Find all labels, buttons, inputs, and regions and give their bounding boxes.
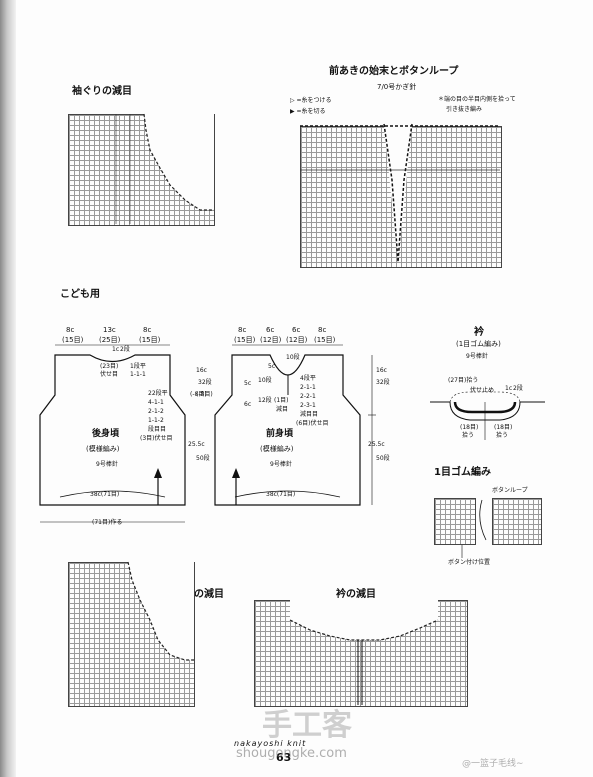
front-h255a: 25.5c [188, 441, 205, 448]
note-line2: 引き抜き編み [446, 106, 483, 113]
back-top2: 13c [103, 326, 116, 334]
back-name: 後身頃 [92, 429, 120, 439]
front-t4: 8c [318, 326, 327, 334]
collar-title: 衿 [474, 327, 484, 338]
button-pos-label: ボタン付け位置 [448, 559, 491, 566]
front-side: (-8目) [196, 391, 213, 398]
back-r1: 4-1-1 [148, 399, 164, 406]
rib-grid-right [492, 498, 542, 545]
back-r5: (3目)伏せ目 [140, 435, 173, 442]
back-cast-on: (71目)作る [92, 519, 123, 526]
front-t2s: (12目) [260, 336, 282, 344]
front-neck10: 10段 [286, 354, 300, 361]
rib-grid-left [434, 498, 476, 545]
legend-cut: ▶ =糸を切る [290, 108, 326, 115]
front-f4: 2-3-1 [300, 402, 316, 409]
legend-attach: ▷ =糸をつける [290, 97, 332, 104]
front-h16b: 16c [376, 367, 387, 374]
front-mid2: 減目 [276, 406, 289, 413]
front-h50b: 50段 [376, 455, 390, 462]
collar-pick27: (27目)拾う [448, 377, 479, 384]
front-h255b: 25.5c [368, 441, 385, 448]
front-h32a: 32段 [198, 379, 212, 386]
back-top3: 8c [143, 326, 152, 334]
collar-pick18b: (18目) [494, 424, 513, 431]
front-side5c: 5c [244, 380, 252, 387]
back-neck-d: 2段 [120, 346, 130, 353]
collar-pick18a: (18目) [460, 424, 479, 431]
kids-title: こども用 [60, 289, 100, 300]
watermark-cn: 手工客 [262, 708, 352, 743]
back-neck-c: 1c [112, 346, 120, 353]
brand-footer: nakayoshi knit [234, 739, 307, 748]
front-f6: (6目)伏せ目 [296, 420, 329, 427]
front-name: 前身頃 [266, 429, 294, 439]
front-f2: 2-1-1 [300, 384, 316, 391]
collar-c1: 1c [505, 385, 513, 392]
front-f3: 2-2-1 [300, 393, 316, 400]
back-cast-off2: 伏せ目 [100, 371, 119, 378]
front-h16a: 16c [196, 367, 207, 374]
back-side: (-8目) [190, 391, 207, 398]
back-bottom: 38c(71目) [90, 491, 120, 498]
front-side6c: 6c [244, 401, 252, 408]
front-d10: 10段 [258, 377, 272, 384]
back-flat: 1段平 [130, 363, 146, 370]
page-number: 63 [276, 751, 292, 764]
back-top1: 8c [66, 326, 75, 334]
front-f5: 減目目 [300, 411, 319, 418]
front-h32b: 32段 [376, 379, 390, 386]
back-r3: 1-1-2 [148, 417, 164, 424]
front-d12: 12段 [258, 397, 272, 404]
front-t4s: (15目) [314, 336, 336, 344]
armhole-top-title: 袖ぐりの減目 [72, 86, 132, 97]
front-t1s: (15目) [234, 336, 256, 344]
front-opening-title: 前あきの始末とボタンループ [329, 66, 459, 77]
neck-title: 衿の減目 [336, 589, 376, 600]
front-mid1: (1目) [274, 397, 289, 404]
collar-needle: 9号棒針 [466, 353, 488, 360]
front-pattern: (模様編み) [260, 445, 294, 453]
watermark-url: shougongke.com [236, 746, 347, 761]
watermark-weibo: @一篮子毛线∼ [462, 759, 524, 769]
back-pattern: (模様編み) [86, 445, 120, 453]
back-r2: 2-1-2 [148, 408, 164, 415]
back-cast-off: (23目) [100, 363, 119, 370]
back-rows22: 22段平 [148, 390, 168, 397]
back-r4: 段目目 [148, 426, 167, 433]
back-top3s: (15目) [139, 336, 161, 344]
front-t3: 6c [292, 326, 301, 334]
collar-stop: 伏せ止め [470, 387, 495, 394]
collar-pick18b2: 拾う [496, 432, 509, 439]
front-f1: 4段平 [300, 375, 316, 382]
front-needle: 9号棒針 [270, 461, 292, 468]
front-neck5c: 5c [268, 363, 276, 370]
front-opening-hook: 7/0号かぎ針 [377, 83, 417, 91]
rib-title: 1目ゴム編み [434, 467, 491, 478]
collar-sub: (1目ゴム編み) [456, 340, 501, 348]
front-t3s: (12目) [286, 336, 308, 344]
front-bottom: 38c(71目) [266, 491, 296, 498]
front-t2: 6c [266, 326, 275, 334]
front-h50a: 50段 [196, 455, 210, 462]
collar-c2: 2段 [513, 385, 523, 392]
back-dec1: 1-1-1 [130, 371, 146, 378]
front-t1: 8c [238, 326, 247, 334]
collar-pick18a2: 拾う [462, 432, 475, 439]
button-loop-label: ボタンループ [492, 487, 528, 494]
note-line1: ＊端の目の半目内側を拾って [438, 96, 516, 103]
book-gutter [0, 0, 16, 777]
back-top1s: (15目) [62, 336, 84, 344]
back-needle: 9号棒針 [96, 461, 118, 468]
back-top2s: (25目) [99, 336, 121, 344]
